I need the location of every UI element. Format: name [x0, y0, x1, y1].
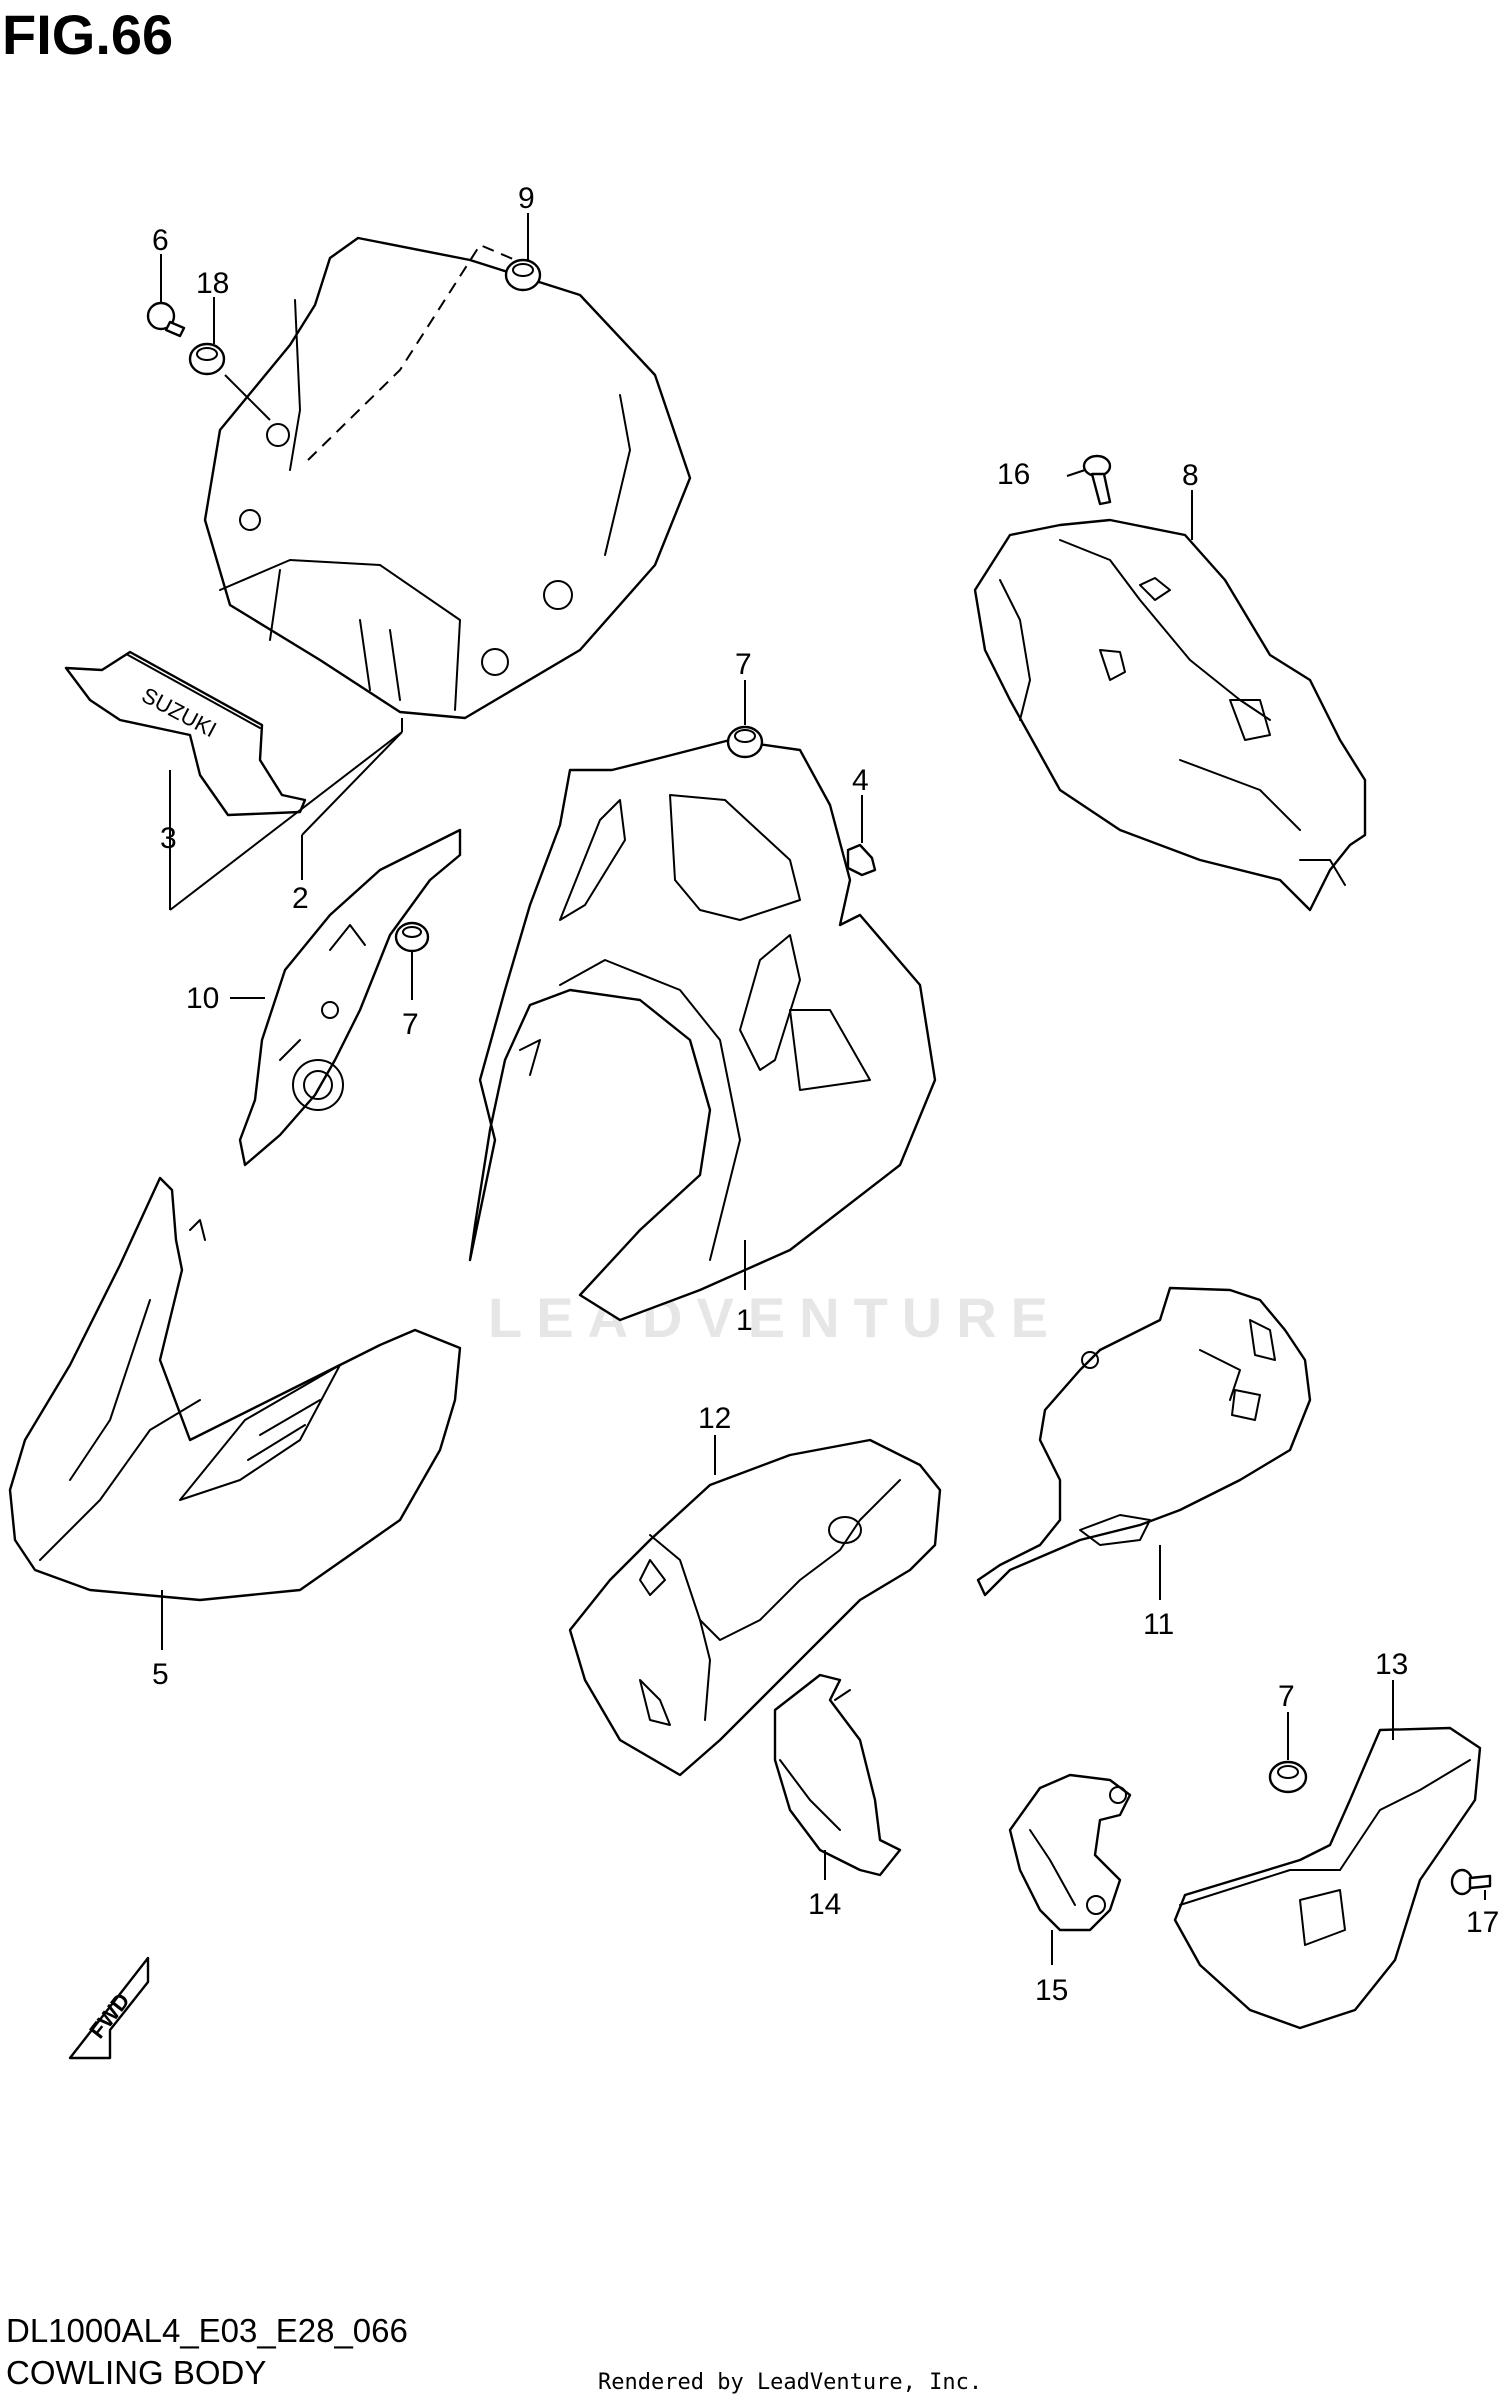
part-14-small-cover[interactable] [773, 1673, 902, 1877]
callout-1: 1 [736, 1304, 753, 1337]
callout-14: 14 [808, 1888, 841, 1921]
part-2-windscreen[interactable] [203, 236, 692, 720]
part-16-screw[interactable] [1082, 454, 1112, 506]
part-11-side-bracket[interactable] [976, 1286, 1312, 1597]
part-10-inner-bracket[interactable] [238, 828, 462, 1167]
callout-12: 12 [698, 1402, 731, 1435]
part-5-front-fairing[interactable] [8, 1176, 462, 1602]
model-code: DL1000AL4_E03_E28_066 [6, 2312, 408, 2349]
callout-18: 18 [196, 267, 229, 300]
callout-2: 2 [292, 882, 309, 915]
callout-3: 3 [160, 822, 177, 855]
part-7-grommet-b[interactable] [394, 921, 430, 953]
callout-11: 11 [1143, 1608, 1174, 1641]
callout-8: 8 [1182, 459, 1199, 492]
part-6-screw[interactable] [146, 301, 186, 338]
mounting-path-dashed [307, 243, 521, 461]
part-8-inner-cover-right[interactable] [973, 518, 1367, 912]
part-17-screw[interactable] [1450, 1868, 1492, 1896]
part-7-grommet-a[interactable] [726, 725, 764, 759]
part-13-side-cover[interactable] [1173, 1726, 1482, 2030]
callout-10: 10 [186, 982, 219, 1015]
callout-4: 4 [852, 764, 869, 797]
callout-7-c: 7 [1278, 1680, 1295, 1713]
callout-labels: 6 18 9 3 2 7 4 10 7 1 5 16 8 12 11 7 13 … [152, 182, 1499, 2007]
callout-5: 5 [152, 1658, 169, 1691]
callout-6: 6 [152, 224, 169, 257]
callout-7-a: 7 [735, 648, 752, 681]
callout-17: 17 [1466, 1906, 1499, 1939]
part-18-grommet[interactable] [188, 342, 226, 376]
leader-lines [160, 213, 1486, 1965]
part-4-clip-nut[interactable] [846, 843, 877, 877]
part-7-grommet-c[interactable] [1268, 1760, 1308, 1794]
callout-13: 13 [1375, 1648, 1408, 1681]
callout-15: 15 [1035, 1974, 1068, 2007]
section-name: COWLING BODY [6, 2354, 267, 2391]
part-9-grommet[interactable] [504, 258, 542, 292]
part-12-inner-side-cover[interactable] [568, 1438, 942, 1777]
part-15-bracket[interactable] [1008, 1773, 1132, 1932]
render-credit: Rendered by LeadVenture, Inc. [598, 2370, 983, 2395]
part-3-emblem[interactable]: SUZUKI [64, 650, 307, 817]
callout-9: 9 [518, 182, 535, 215]
part-1-cowling-body[interactable] [468, 738, 937, 1322]
figure-title: FIG.66 [2, 3, 174, 66]
callout-7-b: 7 [402, 1008, 419, 1041]
fwd-arrow-icon: FWD [68, 1956, 150, 2060]
callout-16: 16 [997, 458, 1030, 491]
